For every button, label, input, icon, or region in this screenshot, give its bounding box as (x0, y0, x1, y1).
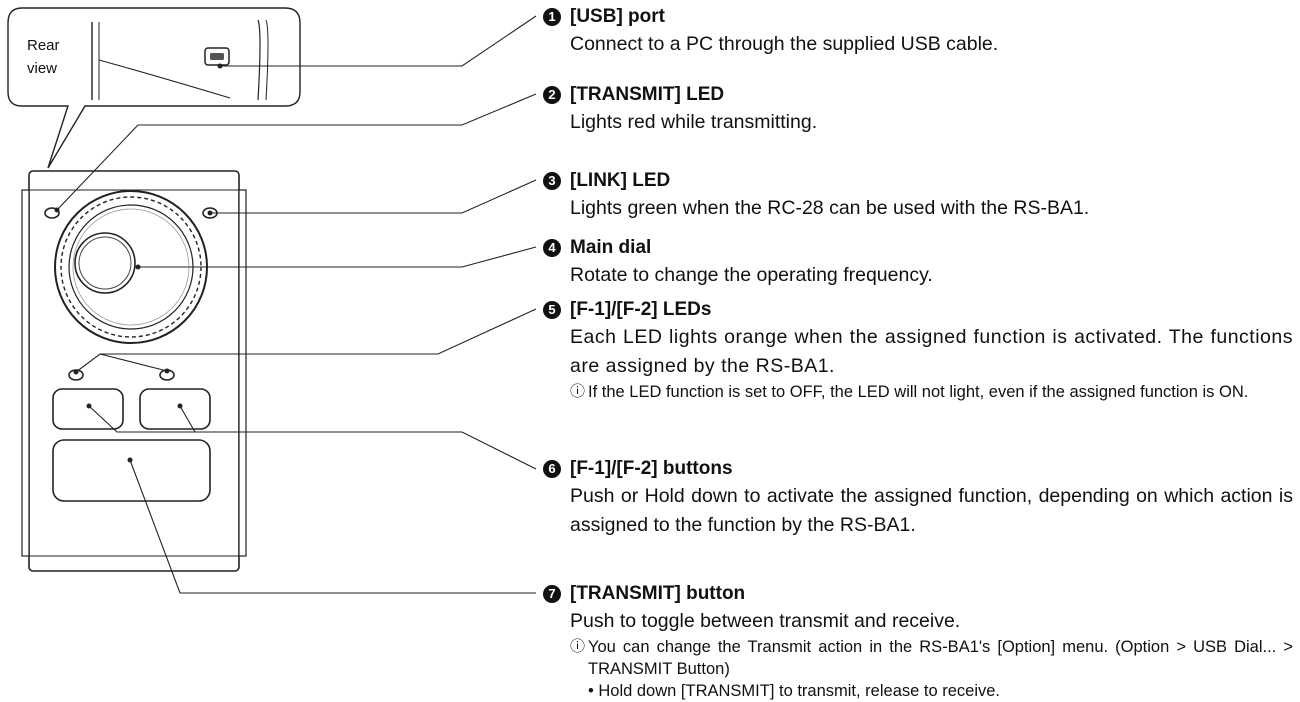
item-main-dial: 4 Main dial Rotate to change the operati… (543, 235, 1293, 290)
item-transmit-button: 7 [TRANSMIT] button Push to toggle betwe… (543, 581, 1293, 702)
item-link-led: 3 [LINK] LED Lights green when the RC-28… (543, 168, 1293, 223)
leader-lines (54, 15, 537, 594)
transmit-button (52, 439, 211, 502)
info-icon: ⓘ (570, 383, 586, 400)
f2-button (139, 388, 211, 430)
item-number-badge: 1 (543, 8, 561, 26)
item-number-badge: 5 (543, 301, 561, 319)
item-bullet: • Hold down [TRANSMIT] to transmit, rele… (588, 682, 1001, 700)
item-f-buttons: 6 [F-1]/[F-2] buttons Push or Hold down … (543, 456, 1293, 540)
item-number-badge: 7 (543, 585, 561, 603)
item-description: Lights red while transmitting. (570, 111, 818, 133)
item-description: Each LED lights orange when the assigned… (570, 326, 1293, 377)
item-title: [F-1]/[F-2] buttons (570, 458, 733, 479)
item-usb-port: 1 [USB] port Connect to a PC through the… (543, 4, 1293, 59)
item-title: [TRANSMIT] LED (570, 84, 725, 105)
item-number-badge: 4 (543, 239, 561, 257)
item-number-badge: 2 (543, 86, 561, 104)
rc28-device (21, 170, 247, 572)
item-title: [TRANSMIT] button (570, 583, 746, 604)
info-icon: ⓘ (570, 638, 586, 655)
rear-view-label: Rear view (27, 37, 64, 77)
item-title: [F-1]/[F-2] LEDs (570, 299, 712, 320)
rear-view-callout (7, 7, 301, 169)
item-description: Push to toggle between transmit and rece… (570, 610, 961, 632)
item-title: [USB] port (570, 6, 665, 27)
main-dial (54, 190, 208, 344)
item-description: Rotate to change the operating frequency… (570, 264, 933, 286)
item-title: [LINK] LED (570, 170, 671, 191)
item-title: Main dial (570, 237, 652, 258)
item-description: Push or Hold down to activate the assign… (570, 485, 1293, 536)
item-f-leds: 5 [F-1]/[F-2] LEDs Each LED lights orang… (543, 297, 1293, 403)
item-note: ⓘ You can change the Transmit action in … (570, 636, 1293, 680)
note-text: You can change the Transmit action in th… (588, 638, 1293, 678)
note-text: If the LED function is set to OFF, the L… (588, 383, 1249, 401)
item-description: Connect to a PC through the supplied USB… (570, 33, 999, 55)
item-description: Lights green when the RC-28 can be used … (570, 197, 1090, 219)
usb-port-icon (204, 47, 230, 66)
item-transmit-led: 2 [TRANSMIT] LED Lights red while transm… (543, 82, 1293, 137)
f1-button (52, 388, 124, 430)
item-number-badge: 3 (543, 172, 561, 190)
item-note: ⓘ If the LED function is set to OFF, the… (570, 381, 1293, 403)
item-number-badge: 6 (543, 460, 561, 478)
